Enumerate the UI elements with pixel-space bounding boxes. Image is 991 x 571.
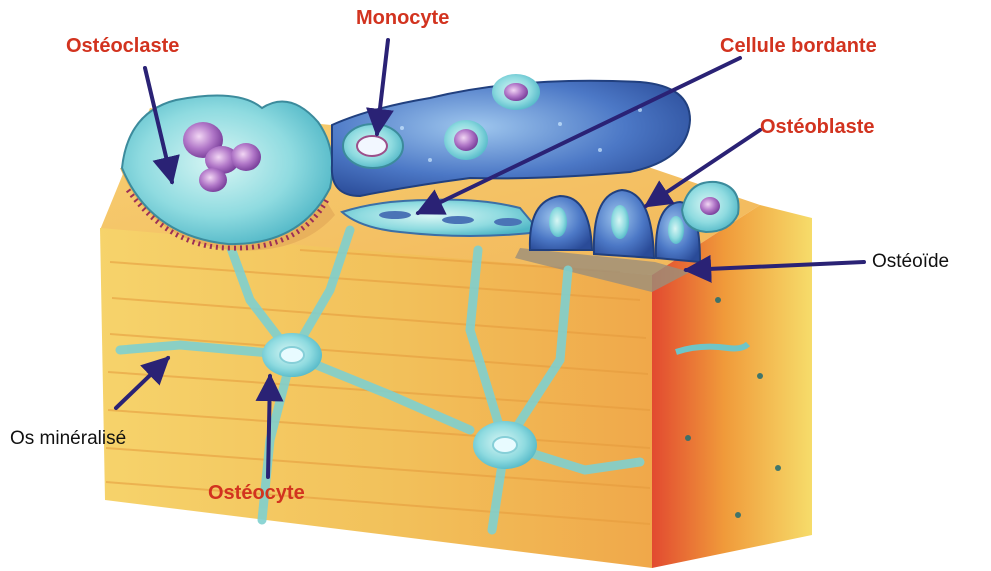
label-os-mineralise: Os minéralisé [10, 429, 126, 448]
label-osteocyte: Ostéocyte [208, 483, 305, 503]
label-cellule-bordante: Cellule bordante [720, 36, 877, 56]
osteocyte-cell [262, 333, 322, 377]
label-osteoclaste: Ostéoclaste [66, 36, 179, 56]
arrow-osteocyte [268, 376, 270, 477]
label-monocyte: Monocyte [356, 8, 449, 28]
label-osteoblaste: Ostéoblaste [760, 117, 874, 137]
label-osteoide: Ostéoïde [872, 252, 949, 271]
osteocyte-cell [473, 421, 537, 469]
monocyte-cell [343, 124, 403, 168]
